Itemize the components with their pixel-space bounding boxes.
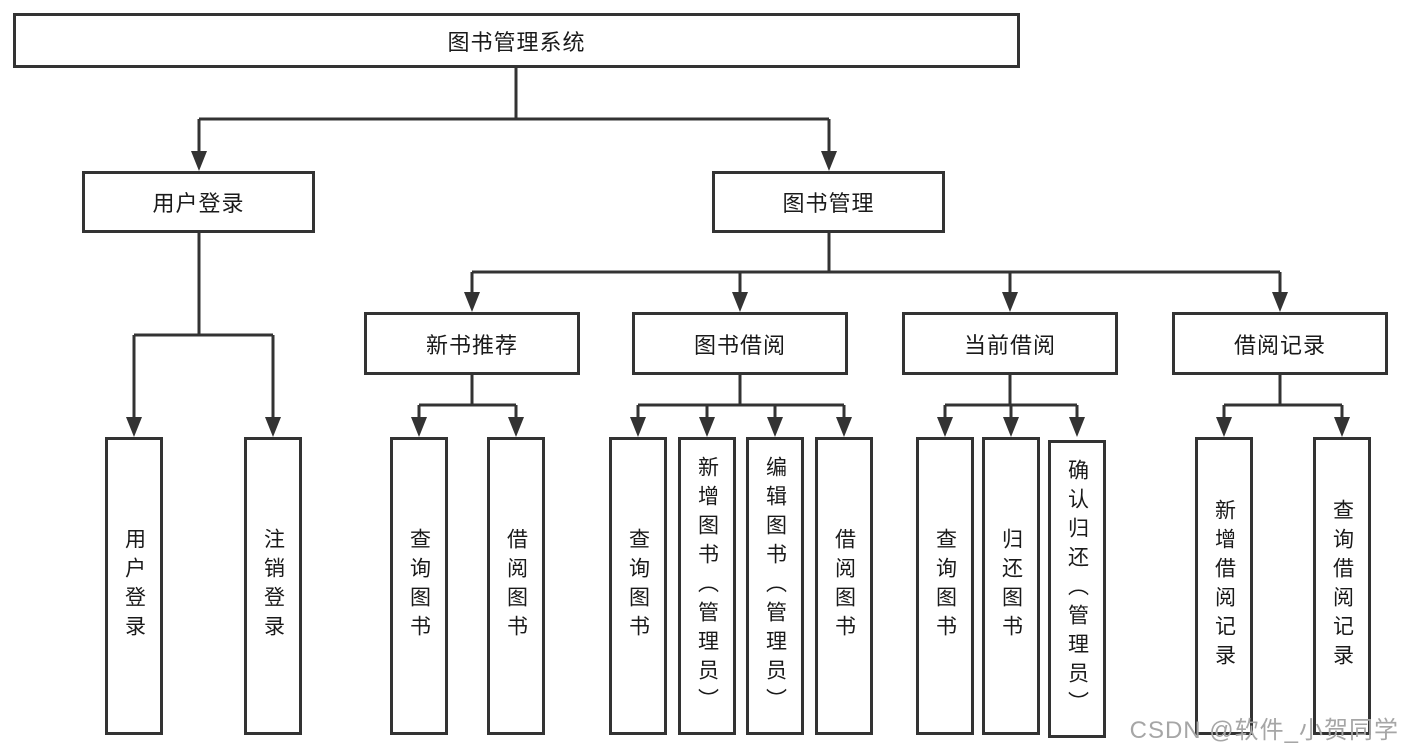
leaf-add-borrow-record: 新增借阅记录: [1195, 437, 1253, 735]
leaf-add-books-admin: 新增图书（管理员）: [678, 437, 736, 735]
leaf-query-books-current: 查询图书: [916, 437, 974, 735]
node-current-borrow: 当前借阅: [902, 312, 1118, 375]
connectors-borrow-records-branch: [1216, 375, 1350, 437]
leaf-user-login: 用户登录: [105, 437, 163, 735]
leaf-logout-label: 注销登录: [261, 528, 285, 644]
leaf-edit-books-admin: 编辑图书（管理员）: [746, 437, 804, 735]
leaf-query-borrow-record-label: 查询借阅记录: [1330, 499, 1354, 673]
node-new-book-recommend: 新书推荐: [364, 312, 580, 375]
leaf-confirm-return-admin: 确认归还（管理员）: [1048, 440, 1106, 738]
leaf-query-books-recommend-label: 查询图书: [407, 528, 431, 644]
leaf-edit-books-admin-label: 编辑图书（管理员）: [763, 455, 787, 717]
node-book-management-label: 图书管理: [782, 191, 875, 216]
watermark: CSDN @软件_小贺同学: [1129, 717, 1399, 744]
connectors-current-borrow-branch: [937, 375, 1085, 437]
node-book-borrow: 图书借阅: [632, 312, 848, 375]
node-current-borrow-label: 当前借阅: [963, 332, 1056, 358]
leaf-query-books-borrow-label: 查询图书: [626, 528, 650, 644]
leaf-borrow-books-recommend: 借阅图书: [487, 437, 545, 735]
node-root: 图书管理系统: [13, 13, 1020, 68]
connectors-book-management-branch: [464, 233, 1288, 312]
leaf-add-books-admin-label: 新增图书（管理员）: [695, 455, 719, 717]
leaf-borrow-books-label: 借阅图书: [832, 528, 856, 644]
node-book-borrow-label: 图书借阅: [693, 332, 786, 358]
leaf-user-login-label: 用户登录: [122, 528, 146, 644]
connectors-user-login-branch: [126, 233, 281, 437]
leaf-query-books-recommend: 查询图书: [390, 437, 448, 735]
node-borrow-records-label: 借阅记录: [1233, 332, 1326, 358]
leaf-query-books-current-label: 查询图书: [933, 528, 957, 644]
leaf-borrow-books: 借阅图书: [815, 437, 873, 735]
node-user-login-label: 用户登录: [152, 191, 245, 216]
leaf-return-books: 归还图书: [982, 437, 1040, 735]
leaf-query-books-borrow: 查询图书: [609, 437, 667, 735]
leaf-confirm-return-admin-label: 确认归还（管理员）: [1065, 458, 1089, 720]
connectors-new-book-recommend-branch: [411, 375, 524, 437]
leaf-borrow-books-recommend-label: 借阅图书: [504, 528, 528, 644]
connectors-book-borrow-branch: [630, 375, 852, 437]
node-new-book-recommend-label: 新书推荐: [425, 332, 518, 358]
leaf-query-borrow-record: 查询借阅记录: [1313, 437, 1371, 735]
node-root-label: 图书管理系统: [447, 29, 586, 55]
node-book-management: 图书管理: [712, 171, 945, 233]
leaf-return-books-label: 归还图书: [999, 528, 1023, 644]
leaf-add-borrow-record-label: 新增借阅记录: [1212, 499, 1236, 673]
node-user-login: 用户登录: [82, 171, 315, 233]
leaf-logout: 注销登录: [244, 437, 302, 735]
node-borrow-records: 借阅记录: [1172, 312, 1388, 375]
connectors-root-to-level2: [191, 68, 837, 171]
